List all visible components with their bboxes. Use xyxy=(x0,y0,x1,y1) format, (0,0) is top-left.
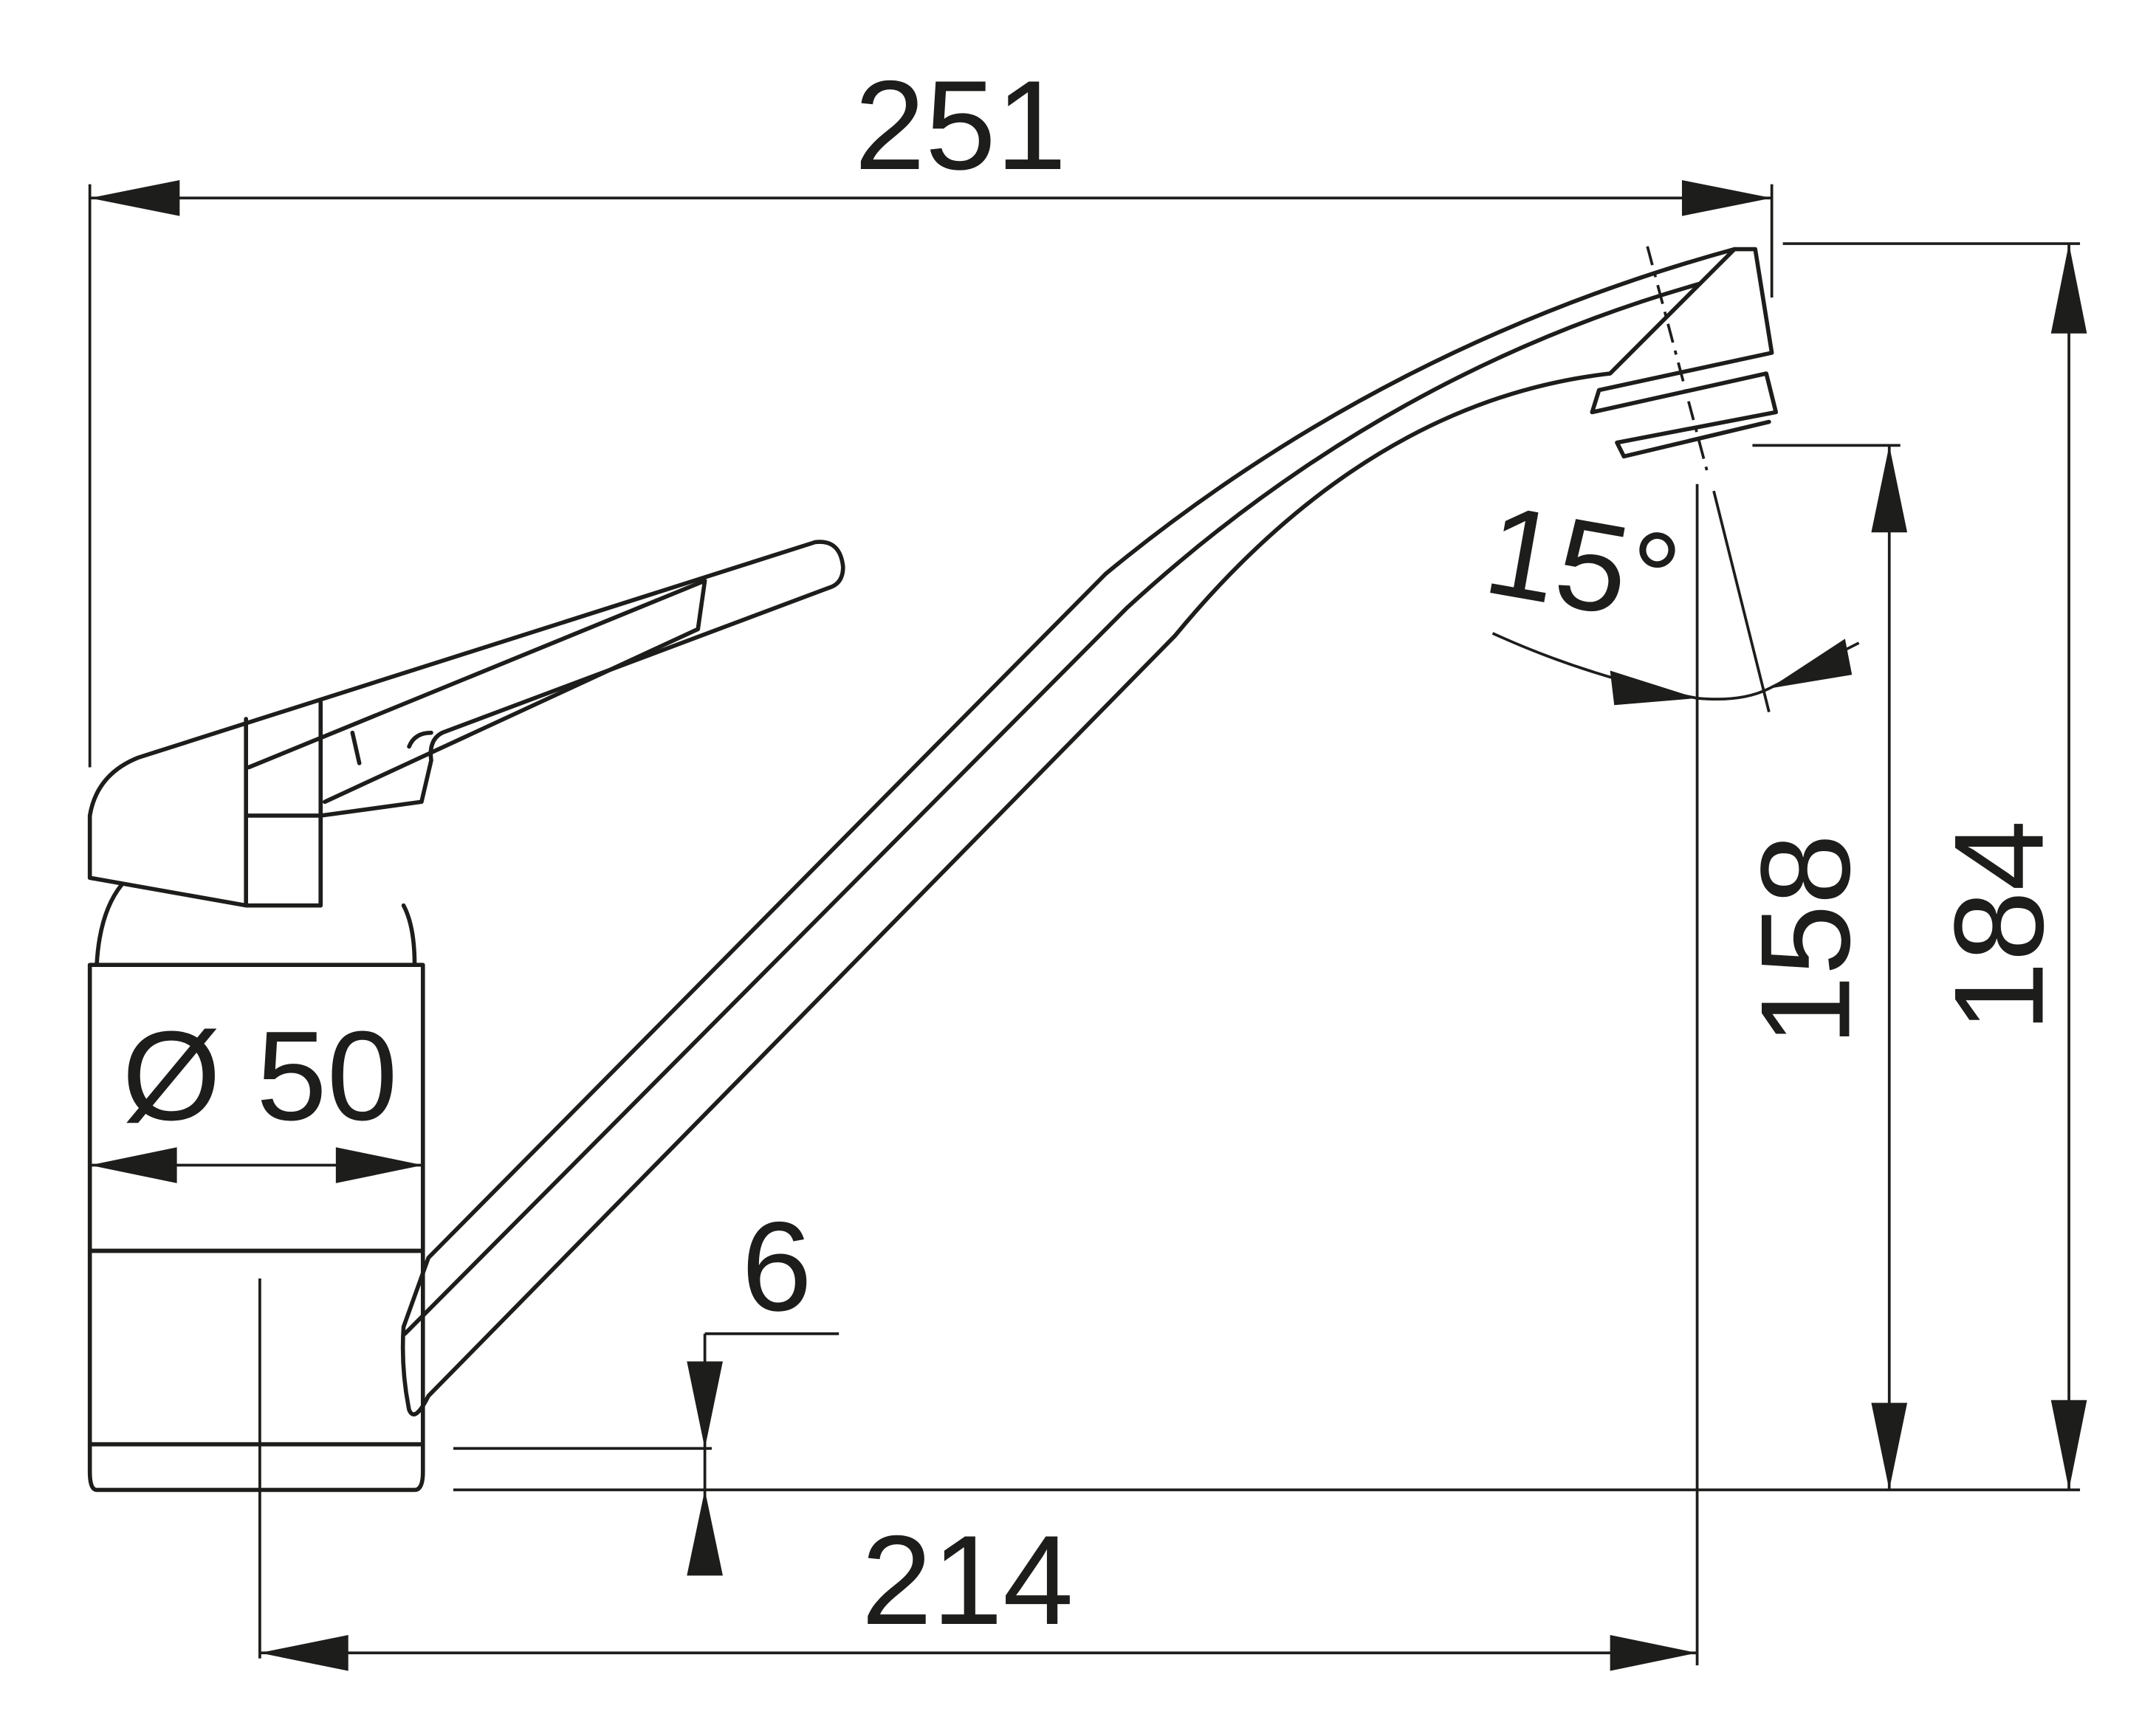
dimension-label-158: 158 xyxy=(1734,834,1876,1046)
dimension-base-thickness: 6 xyxy=(453,1196,840,1576)
faucet-body xyxy=(87,882,425,1659)
dimension-label-diameter-50: Ø 50 xyxy=(122,1005,397,1147)
dimension-label-184: 184 xyxy=(1929,820,2070,1032)
dimension-label-214: 214 xyxy=(862,1510,1074,1651)
dimension-label-6: 6 xyxy=(741,1196,812,1338)
dimension-body-diameter: Ø 50 xyxy=(89,1005,423,1183)
dimension-swivel-angle: 15° xyxy=(1476,478,1860,713)
dimension-heights: 184 158 xyxy=(453,242,2087,1492)
dimension-spout-reach: 214 xyxy=(259,483,1699,1671)
dimension-overall-length: 251 xyxy=(88,55,1774,768)
faucet-spout xyxy=(400,246,1779,1417)
faucet-lever xyxy=(87,540,845,908)
dimension-label-15-degrees: 15° xyxy=(1476,478,1690,651)
dimension-label-251: 251 xyxy=(854,55,1066,196)
